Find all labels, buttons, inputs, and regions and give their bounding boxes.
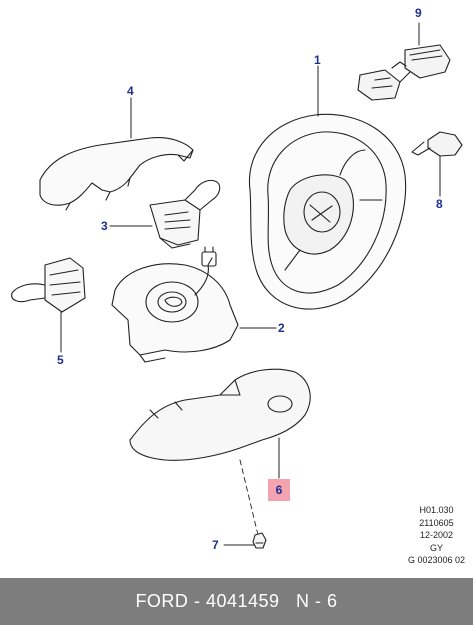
- callout-9: 9: [415, 6, 422, 20]
- footer-part-number: 4041459: [205, 591, 280, 611]
- callout-5: 5: [57, 353, 64, 367]
- ref-code: G 0023006 02: [407, 555, 465, 565]
- callout-7: 7: [212, 538, 219, 552]
- multifunction-switch-right: [149, 179, 221, 249]
- ref-code: GY: [429, 542, 443, 553]
- ref-code: 2110605: [419, 517, 454, 528]
- horn-switch-module: [357, 44, 451, 101]
- reference-codes: H01.030 2110605 12-2002 GY G 0023006 02: [408, 504, 465, 567]
- steering-wheel: [248, 113, 407, 310]
- footer-separator: -: [188, 591, 206, 611]
- steering-wheel-bolt: [411, 131, 463, 197]
- exploded-parts-diagram: [11, 22, 463, 549]
- footer-page: N - 6: [296, 591, 338, 611]
- upper-steering-column-shroud: [39, 137, 194, 211]
- part-number-footer: FORD - 4041459 N - 6: [0, 578, 473, 625]
- callout-8: 8: [436, 197, 443, 211]
- clock-spring: [111, 246, 239, 363]
- ref-code: H01.030: [419, 505, 454, 515]
- callout-6-highlighted: 6: [268, 479, 290, 501]
- callout-4: 4: [127, 84, 134, 98]
- multifunction-switch-left: [11, 257, 86, 313]
- callout-2: 2: [278, 321, 285, 335]
- footer-spacer: [280, 591, 297, 611]
- footer-brand: FORD: [135, 591, 189, 611]
- callout-1: 1: [314, 53, 321, 67]
- shroud-screw: [252, 532, 267, 549]
- callout-3: 3: [101, 219, 108, 233]
- lower-steering-column-shroud: [129, 368, 311, 461]
- ref-code: 12-2002: [419, 530, 453, 540]
